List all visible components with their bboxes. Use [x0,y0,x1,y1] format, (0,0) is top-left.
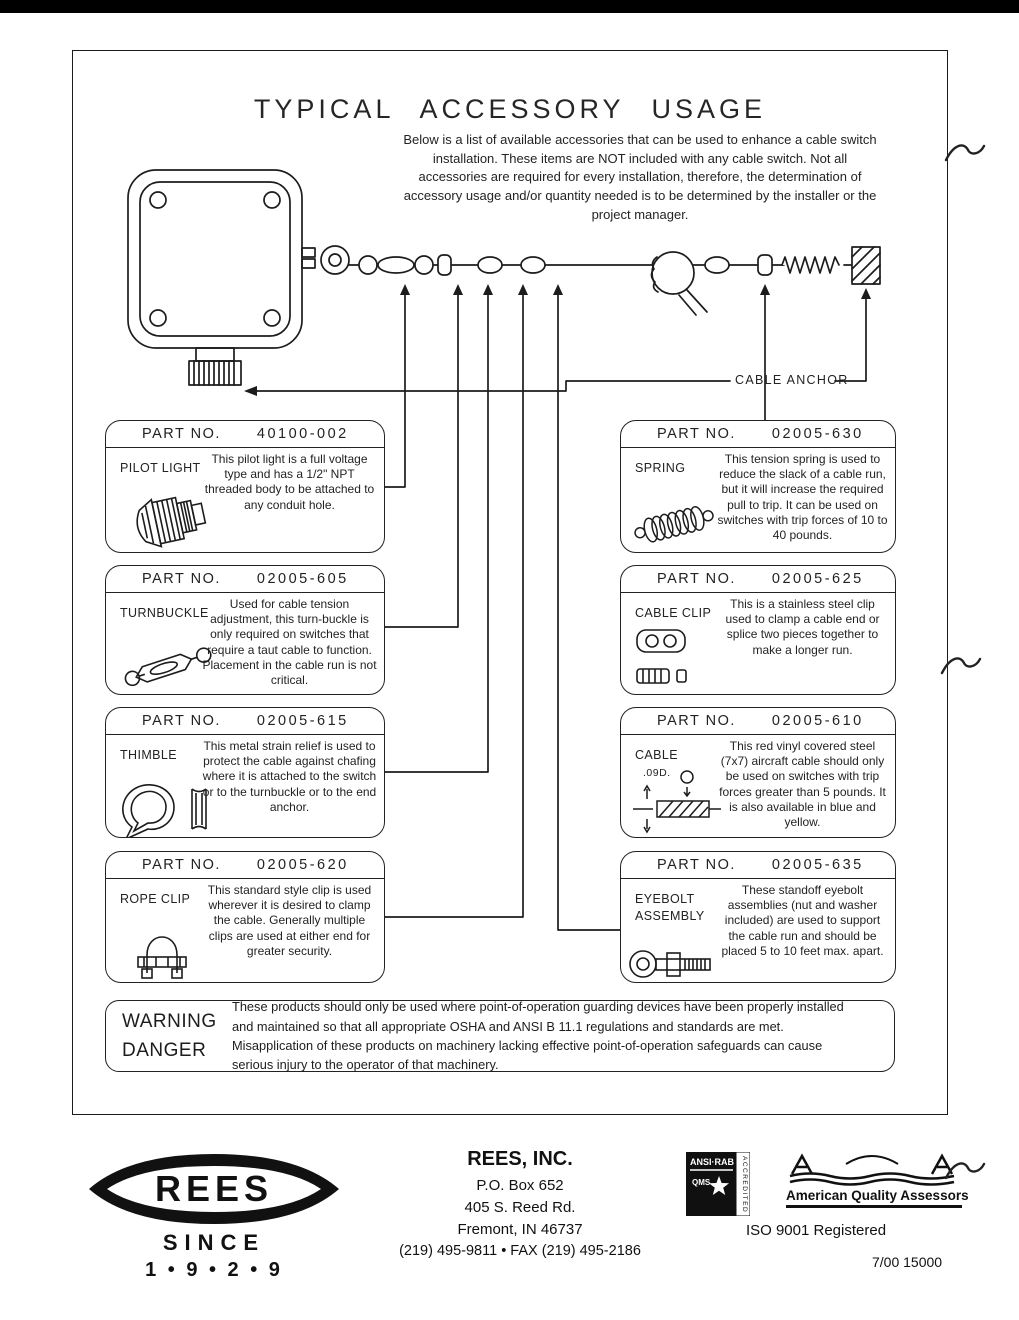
hand-grip-illustration [650,251,708,316]
aqa-waves-icon [789,1153,955,1186]
part-box-spring: PART NO. 02005-630 SPRING [620,420,896,553]
part-name: CABLE CLIP [635,606,712,620]
part-number: 40100-002 [256,426,349,442]
company-phone: (219) 495-9811 • FAX (219) 495-2186 [399,1243,641,1259]
part-description: This standard style clip is used whereve… [207,883,372,958]
rees-logo: REES [85,1150,343,1228]
cable-anchor-illustration [851,246,881,285]
american-quality-assessors-logo: American Quality Assessors [786,1152,969,1208]
spring-icon [634,505,714,543]
part-box-cable-clip: PART NO. 02005-625 CABLE CLIP This is a [620,565,896,695]
part-number: 02005-625 [771,571,864,587]
part-name: PILOT LIGHT [120,461,201,475]
company-city: Fremont, IN 46737 [457,1221,583,1238]
callout-lines [256,294,867,931]
part-box-cable: PART NO. 02005-610 CABLE .09D. [620,707,896,838]
part-number: 02005-630 [771,426,864,442]
warning-text: These products should only be used where… [232,999,844,1073]
part-box-pilot-light: PART NO. 40100-002 PILOT LIGHT [105,420,385,553]
part-description: Used for cable tension adjustment, this … [202,597,377,688]
part-description: This is a stainless steel clip used to c… [725,597,880,657]
iso-registered-label: ISO 9001 Registered [745,1222,887,1239]
part-name: TURNBUCKLE [120,606,209,620]
cable-large-diameter-label: .18D. [625,835,653,837]
part-name: SPRING [635,461,686,475]
part-number: 02005-615 [256,713,349,729]
scan-mark [940,657,982,675]
thimble-icon [122,784,207,837]
company-address-block: REES, INC. P.O. Box 652 405 S. Reed Rd. … [378,1148,662,1259]
since-block: SINCE 1 • 9 • 2 • 9 [85,1230,343,1282]
part-no-label: PART NO. [657,713,736,729]
part-number: 02005-635 [771,857,864,873]
spring-illustration [781,256,840,274]
part-description: This metal strain relief is used to prot… [202,739,377,814]
rees-logo-text: REES [155,1168,273,1209]
part-no-label: PART NO. [142,713,221,729]
since-years: 1 • 9 • 2 • 9 [145,1259,283,1281]
cable-cross-section-icon [633,770,721,834]
part-no-label: PART NO. [657,426,736,442]
cable-clip-icon [636,629,687,684]
qms-text: QMS [692,1178,711,1187]
part-number: 02005-605 [256,571,349,587]
part-box-rope-clip: PART NO. 02005-620 ROPE CLIP This standa [105,851,385,983]
cable-small-diameter-label: .09D. [643,767,671,779]
part-box-thimble: PART NO. 02005-615 THIMBLE This metal st… [105,707,385,838]
part-no-label: PART NO. [657,857,736,873]
part-description: This pilot light is a full voltage type … [204,452,375,512]
ansi-rab-text: ANSI·RAB [690,1157,734,1167]
part-name: EYEBOLT ASSEMBLY [635,892,705,923]
accredited-text: ACCREDITED [741,1156,748,1213]
company-po-box: P.O. Box 652 [476,1177,564,1194]
part-description: This red vinyl covered steel (7x7) aircr… [719,739,886,830]
ansi-rab-logo: ANSI·RAB QMS ACCREDITED [686,1152,750,1216]
content-border-box [72,50,948,1115]
since-label: SINCE [162,1230,266,1255]
intro-paragraph: Below is a list of available accessories… [403,132,877,222]
aqa-label: American Quality Assessors [786,1188,969,1208]
danger-word: DANGER [122,1040,207,1061]
scan-top-bar [0,0,1019,13]
scan-mark [944,1162,986,1180]
company-name: REES, INC. [467,1148,573,1170]
cable-anchor-label: CABLE ANCHOR [735,373,849,387]
warning-word: WARNING [122,1010,217,1032]
part-no-label: PART NO. [142,571,221,587]
part-description: This tension spring is used to reduce th… [717,452,888,543]
part-box-turnbuckle: PART NO. 02005-605 TURNBUCKLE Used for c [105,565,385,695]
part-number: 02005-620 [256,857,349,873]
company-street: 405 S. Reed Rd. [464,1199,576,1216]
warning-label: WARNING DANGER [106,1007,226,1066]
part-description: These standoff eyebolt assemblies (nut a… [721,883,884,958]
scan-mark [944,144,986,162]
part-box-eyebolt-assembly: PART NO. 02005-635 EYEBOLT ASSEMBLY Thes… [620,851,896,983]
page-title: TYPICAL ACCESSORY USAGE [253,94,767,124]
part-no-label: PART NO. [142,426,221,442]
cable-switch-diagram [127,169,881,931]
part-name: ROPE CLIP [120,892,191,906]
rope-clip-icon [137,936,187,979]
document-code: 7/00 15000 [872,1254,943,1270]
part-name: CABLE [635,748,678,762]
cable-run-illustration [348,246,881,316]
pilot-light-icon [136,496,207,548]
eyebolt-icon [629,950,711,978]
part-no-label: PART NO. [142,857,221,873]
warning-box: WARNING DANGER These products should onl… [105,999,895,1073]
part-no-label: PART NO. [657,571,736,587]
callout-arrowheads [244,284,871,396]
star-icon [709,1176,729,1195]
cable-switch-illustration [127,169,350,386]
part-number: 02005-610 [771,713,864,729]
turnbuckle-icon [124,647,212,687]
part-name: THIMBLE [120,748,177,762]
